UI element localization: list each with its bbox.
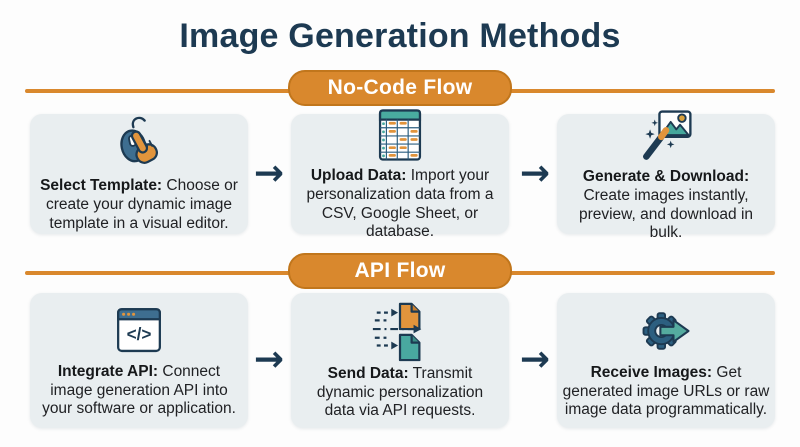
flow-arrow-icon: →	[253, 339, 285, 380]
step-body: Transmit dynamic personalization data vi…	[316, 364, 484, 420]
spreadsheet-icon	[378, 109, 422, 161]
flow-arrow-icon: →	[519, 153, 551, 194]
flow-arrow-icon: →	[253, 153, 285, 194]
step-card-upload-data: Upload Data: Import your personalization…	[291, 109, 509, 240]
step-title: Integrate API:	[57, 362, 159, 380]
step-title: Upload Data:	[310, 166, 407, 184]
mouse-click-icon	[120, 116, 158, 165]
step-body: Import your personalization data from a …	[306, 166, 494, 241]
gear-output-arrow-icon	[642, 311, 690, 350]
no-code-flow-badge: No-Code Flow	[288, 70, 512, 106]
flow-arrow-icon: →	[519, 339, 551, 380]
magic-wand-image-icon	[643, 110, 692, 160]
step-text: Upload Data: Import your personalization…	[295, 167, 505, 243]
step-title: Receive Images:	[590, 363, 713, 381]
step-card-integrate-api: </> Integrate API: Connect image generat…	[30, 293, 248, 428]
send-files-icon	[372, 302, 422, 361]
step-title: Select Template:	[40, 177, 163, 195]
step-card-send-data: Send Data: Transmit dynamic personalizat…	[291, 293, 509, 428]
step-card-generate-download: Generate & Download: Create images insta…	[557, 110, 775, 240]
step-text: Select Template: Choose or create your d…	[40, 177, 238, 234]
step-card-receive-images: Receive Images: Get generated image URLs…	[557, 293, 775, 428]
step-title: Send Data:	[327, 364, 409, 382]
step-text: Receive Images: Get generated image URLs…	[563, 364, 770, 421]
step-body: Connect image generation API into your s…	[42, 362, 236, 418]
step-body: Get generated image URLs or raw image da…	[562, 363, 770, 419]
step-card-select-template: Select Template: Choose or create your d…	[30, 114, 248, 234]
step-text: Integrate API: Connect image generation …	[42, 363, 236, 420]
step-title: Generate & Download:	[582, 167, 750, 185]
step-body: Choose or create your dynamic image temp…	[45, 177, 238, 232]
step-body: Create images instantly, preview, and do…	[578, 186, 754, 242]
code-window-icon: </>	[117, 307, 161, 352]
step-text: Send Data: Transmit dynamic personalizat…	[317, 365, 483, 422]
page-title: Image Generation Methods	[179, 17, 621, 55]
svg-text:</>: </>	[127, 324, 152, 344]
api-flow-badge: API Flow	[288, 253, 512, 289]
step-text: Generate & Download: Create images insta…	[561, 168, 771, 244]
